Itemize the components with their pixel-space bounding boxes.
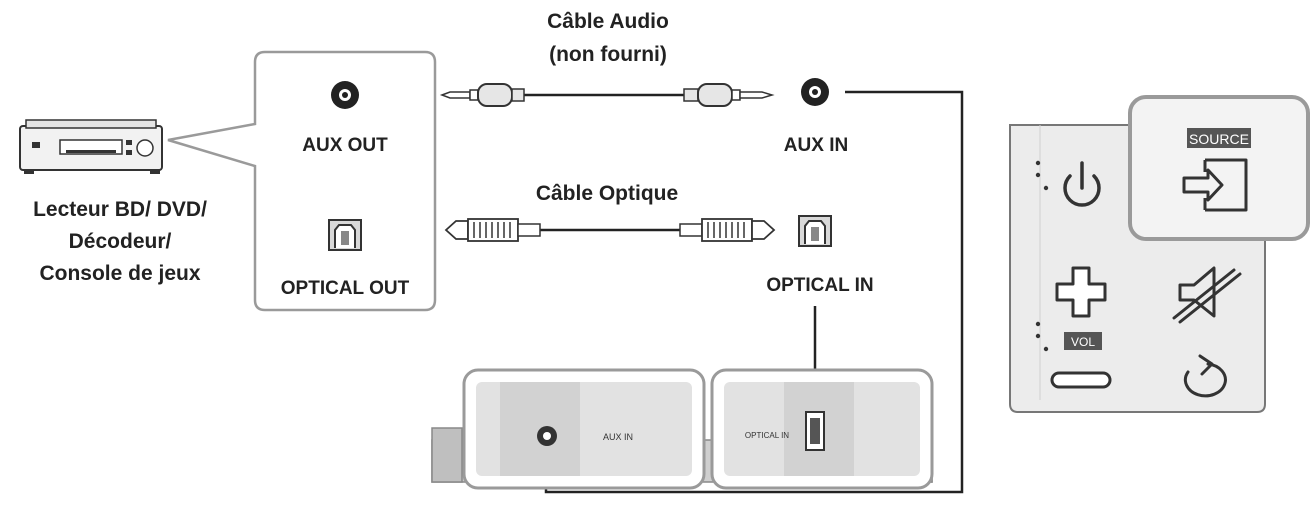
vol-badge: VOL [1064, 332, 1102, 350]
source-button-label: SOURCE [1189, 131, 1249, 147]
device-label-line1: Lecteur BD/ DVD/ [33, 198, 207, 221]
volume-up-icon[interactable] [1055, 266, 1107, 318]
optical-out-label: OPTICAL OUT [281, 278, 410, 299]
volume-indicator-dots [1035, 321, 1049, 352]
audio-cable-icon [439, 83, 775, 107]
vol-label: VOL [1071, 335, 1095, 349]
bd-dvd-player-icon [19, 119, 163, 174]
soundbar-optical-in-label: OPTICAL IN [745, 431, 789, 440]
source-icon [1182, 158, 1248, 212]
audio-cable-subtitle: (non fourni) [549, 43, 667, 66]
soundbar-aux-in-zoom: AUX IN [462, 368, 706, 490]
soundbar-optical-in-zoom: OPTICAL IN [710, 368, 934, 490]
optical-cable-icon [444, 218, 776, 242]
aux-in-label: AUX IN [784, 135, 848, 156]
aux-out-label: AUX OUT [302, 135, 388, 156]
soundbar-aux-in-label: AUX IN [603, 432, 633, 442]
repeat-icon[interactable] [1183, 354, 1227, 398]
power-icon[interactable] [1063, 161, 1101, 207]
audio-cable-title: Câble Audio [547, 10, 669, 33]
optical-in-port-icon [798, 215, 832, 247]
mute-icon[interactable] [1172, 266, 1242, 324]
source-button[interactable]: SOURCE [1128, 95, 1310, 241]
optical-cable-title: Câble Optique [536, 182, 678, 205]
volume-down-icon[interactable] [1050, 371, 1112, 389]
output-callout-box [167, 50, 437, 312]
optical-in-label: OPTICAL IN [766, 275, 873, 296]
optical-out-port-icon [328, 219, 362, 251]
device-label-line3: Console de jeux [39, 262, 200, 285]
power-indicator-dots [1035, 160, 1049, 191]
aux-out-jack-icon [331, 81, 359, 109]
aux-in-jack-icon [801, 78, 829, 106]
device-label-line2: Décodeur/ [69, 230, 172, 253]
